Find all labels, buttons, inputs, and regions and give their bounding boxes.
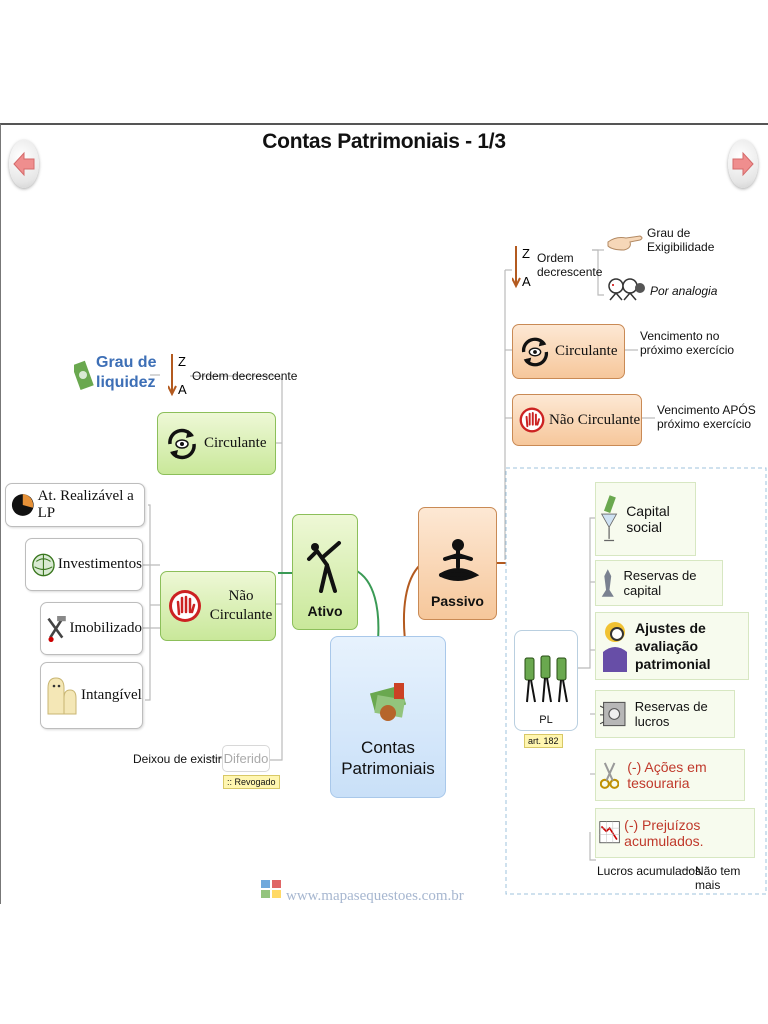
- pl-item-reservas-capital[interactable]: Reservas de capital: [595, 560, 723, 606]
- passivo-circulante-note: Vencimento no próximo exercício: [640, 329, 734, 357]
- ativo-circulante-node[interactable]: Circulante: [157, 412, 276, 475]
- passivo-circulante-label: Circulante: [555, 343, 618, 359]
- svg-text:Z: Z: [522, 246, 530, 261]
- center-label-line1: Contas: [361, 738, 415, 757]
- meditation-icon: [438, 539, 479, 581]
- money-bag-icon: [369, 683, 407, 721]
- person-magnifier-icon: [603, 622, 627, 672]
- passivo-order-line2: decrescente: [537, 265, 603, 279]
- lucros-acumulados-label: Lucros acumulados: [597, 864, 702, 878]
- pl-node[interactable]: PL: [514, 630, 578, 731]
- pl-item-label: (-) Ações em tesouraria: [627, 759, 707, 791]
- passivo-order-line1: Ordem: [537, 251, 574, 265]
- falling-chart-icon: [599, 821, 620, 844]
- passivo-nc-label: Não Circulante: [549, 411, 641, 428]
- pc-note-line2: próximo exercício: [640, 343, 735, 357]
- liquidez-label: Grau de liquidez: [96, 353, 156, 393]
- clock-icon: [11, 494, 34, 516]
- analogia-label: Por analogia: [650, 284, 718, 298]
- tools-icon: [47, 615, 66, 642]
- nc-item-realizavel[interactable]: At. Realizável a LP: [5, 483, 145, 527]
- pl-item-acoes-tesouraria[interactable]: (-) Ações em tesouraria: [595, 749, 745, 801]
- cycle-eye-icon: [168, 428, 196, 459]
- pl-item-label: (-) Prejuízos acumulados.: [624, 817, 704, 849]
- stop-hand-icon: [519, 407, 545, 433]
- people-icon: [608, 278, 645, 301]
- next-button[interactable]: [728, 140, 758, 188]
- passivo-nao-circulante-node[interactable]: Não Circulante: [512, 394, 642, 446]
- sort-za-icon: Z A: [168, 354, 187, 397]
- passivo-label: Passivo: [431, 593, 484, 609]
- safe-icon: [600, 701, 626, 727]
- diferido-node[interactable]: Diferido: [222, 745, 270, 772]
- arrow-left-icon: [13, 151, 35, 177]
- passivo-order-label: Ordem decrescente: [537, 251, 602, 279]
- passivo-nc-note: Vencimento APÓS próximo exercício: [657, 403, 756, 431]
- art-182-tag: art. 182: [524, 734, 563, 748]
- grau-line2: Exigibilidade: [647, 240, 715, 254]
- statue-icon: [601, 569, 614, 597]
- page-title: Contas Patrimoniais - 1/3: [262, 130, 506, 153]
- prev-button[interactable]: [9, 140, 39, 188]
- ativo-nc-line1: Não: [228, 588, 254, 604]
- ghost-figures-icon: [47, 676, 77, 714]
- nc-item-label: At. Realizável a LP: [37, 488, 134, 521]
- arrow-right-icon: [732, 151, 754, 177]
- footer-url[interactable]: www.mapasequestoes.com.br: [286, 888, 464, 904]
- pl-item-label: Capital social: [626, 503, 670, 535]
- money-icon: [74, 360, 94, 391]
- nc-item-investimentos[interactable]: Investimentos: [25, 538, 143, 591]
- diferido-note: Deixou de existir: [133, 752, 222, 766]
- stop-hand-icon: [169, 590, 201, 622]
- ativo-label: Ativo: [307, 603, 343, 619]
- svg-text:A: A: [178, 382, 187, 397]
- passivo-circulante-node[interactable]: Circulante: [512, 324, 625, 379]
- nc-item-label: Investimentos: [57, 556, 142, 572]
- nc-item-label: Imobilizado: [69, 620, 142, 636]
- center-node[interactable]: Contas Patrimoniais: [330, 636, 446, 798]
- grau-exigibilidade-label: Grau de Exigibilidade: [647, 226, 714, 254]
- pl-label: PL: [539, 714, 553, 726]
- ativo-circulante-label: Circulante: [204, 435, 267, 451]
- grau-line1: Grau de: [647, 226, 691, 240]
- svg-text:A: A: [522, 274, 531, 289]
- pnc-note-line1: Vencimento APÓS: [657, 403, 756, 417]
- scissors-icon: [600, 762, 620, 789]
- nc-item-label: Intangível: [81, 687, 142, 703]
- revogado-tag: :: Revogado: [223, 775, 280, 789]
- pl-item-prejuizos[interactable]: (-) Prejuízos acumulados.: [595, 808, 755, 858]
- nc-item-intangivel[interactable]: Intangível: [40, 662, 143, 729]
- nc-item-imobilizado[interactable]: Imobilizado: [40, 602, 143, 655]
- pl-item-label: Reservas de capital: [623, 568, 697, 598]
- dancing-money-icon: [524, 655, 568, 703]
- money-glass-icon: [600, 495, 618, 542]
- pc-note-line1: Vencimento no: [640, 329, 720, 343]
- liquidez-line1: Grau de: [96, 354, 157, 371]
- center-label-line2: Patrimoniais: [341, 759, 435, 778]
- pnc-note-line2: próximo exercício: [657, 417, 752, 431]
- globe-money-icon: [32, 553, 55, 576]
- liquidez-line2: liquidez: [96, 374, 156, 391]
- pl-item-ajustes[interactable]: Ajustes de avaliação patrimonial: [595, 612, 749, 680]
- logo-icon: [261, 880, 281, 898]
- pl-item-reservas-lucros[interactable]: Reservas de lucros: [595, 690, 735, 738]
- ativo-nc-line2: Circulante: [209, 607, 273, 623]
- pointing-hand-icon: [607, 235, 643, 251]
- sort-za-icon: Z A: [512, 246, 531, 289]
- passivo-node[interactable]: Passivo: [418, 507, 497, 620]
- pl-item-label: Reservas de lucros: [634, 699, 708, 729]
- ativo-order-label: Ordem decrescente: [192, 369, 298, 383]
- ativo-nao-circulante-node[interactable]: Não Circulante: [160, 571, 276, 641]
- ativo-node[interactable]: Ativo: [292, 514, 358, 630]
- cycle-eye-icon: [522, 337, 548, 366]
- svg-text:Z: Z: [178, 354, 186, 369]
- lucros-note: Não tem mais: [695, 864, 741, 892]
- stretching-person-icon: [307, 541, 341, 593]
- pl-item-capital-social[interactable]: Capital social: [595, 482, 696, 556]
- pl-item-label: Ajustes de avaliação patrimonial: [635, 620, 711, 672]
